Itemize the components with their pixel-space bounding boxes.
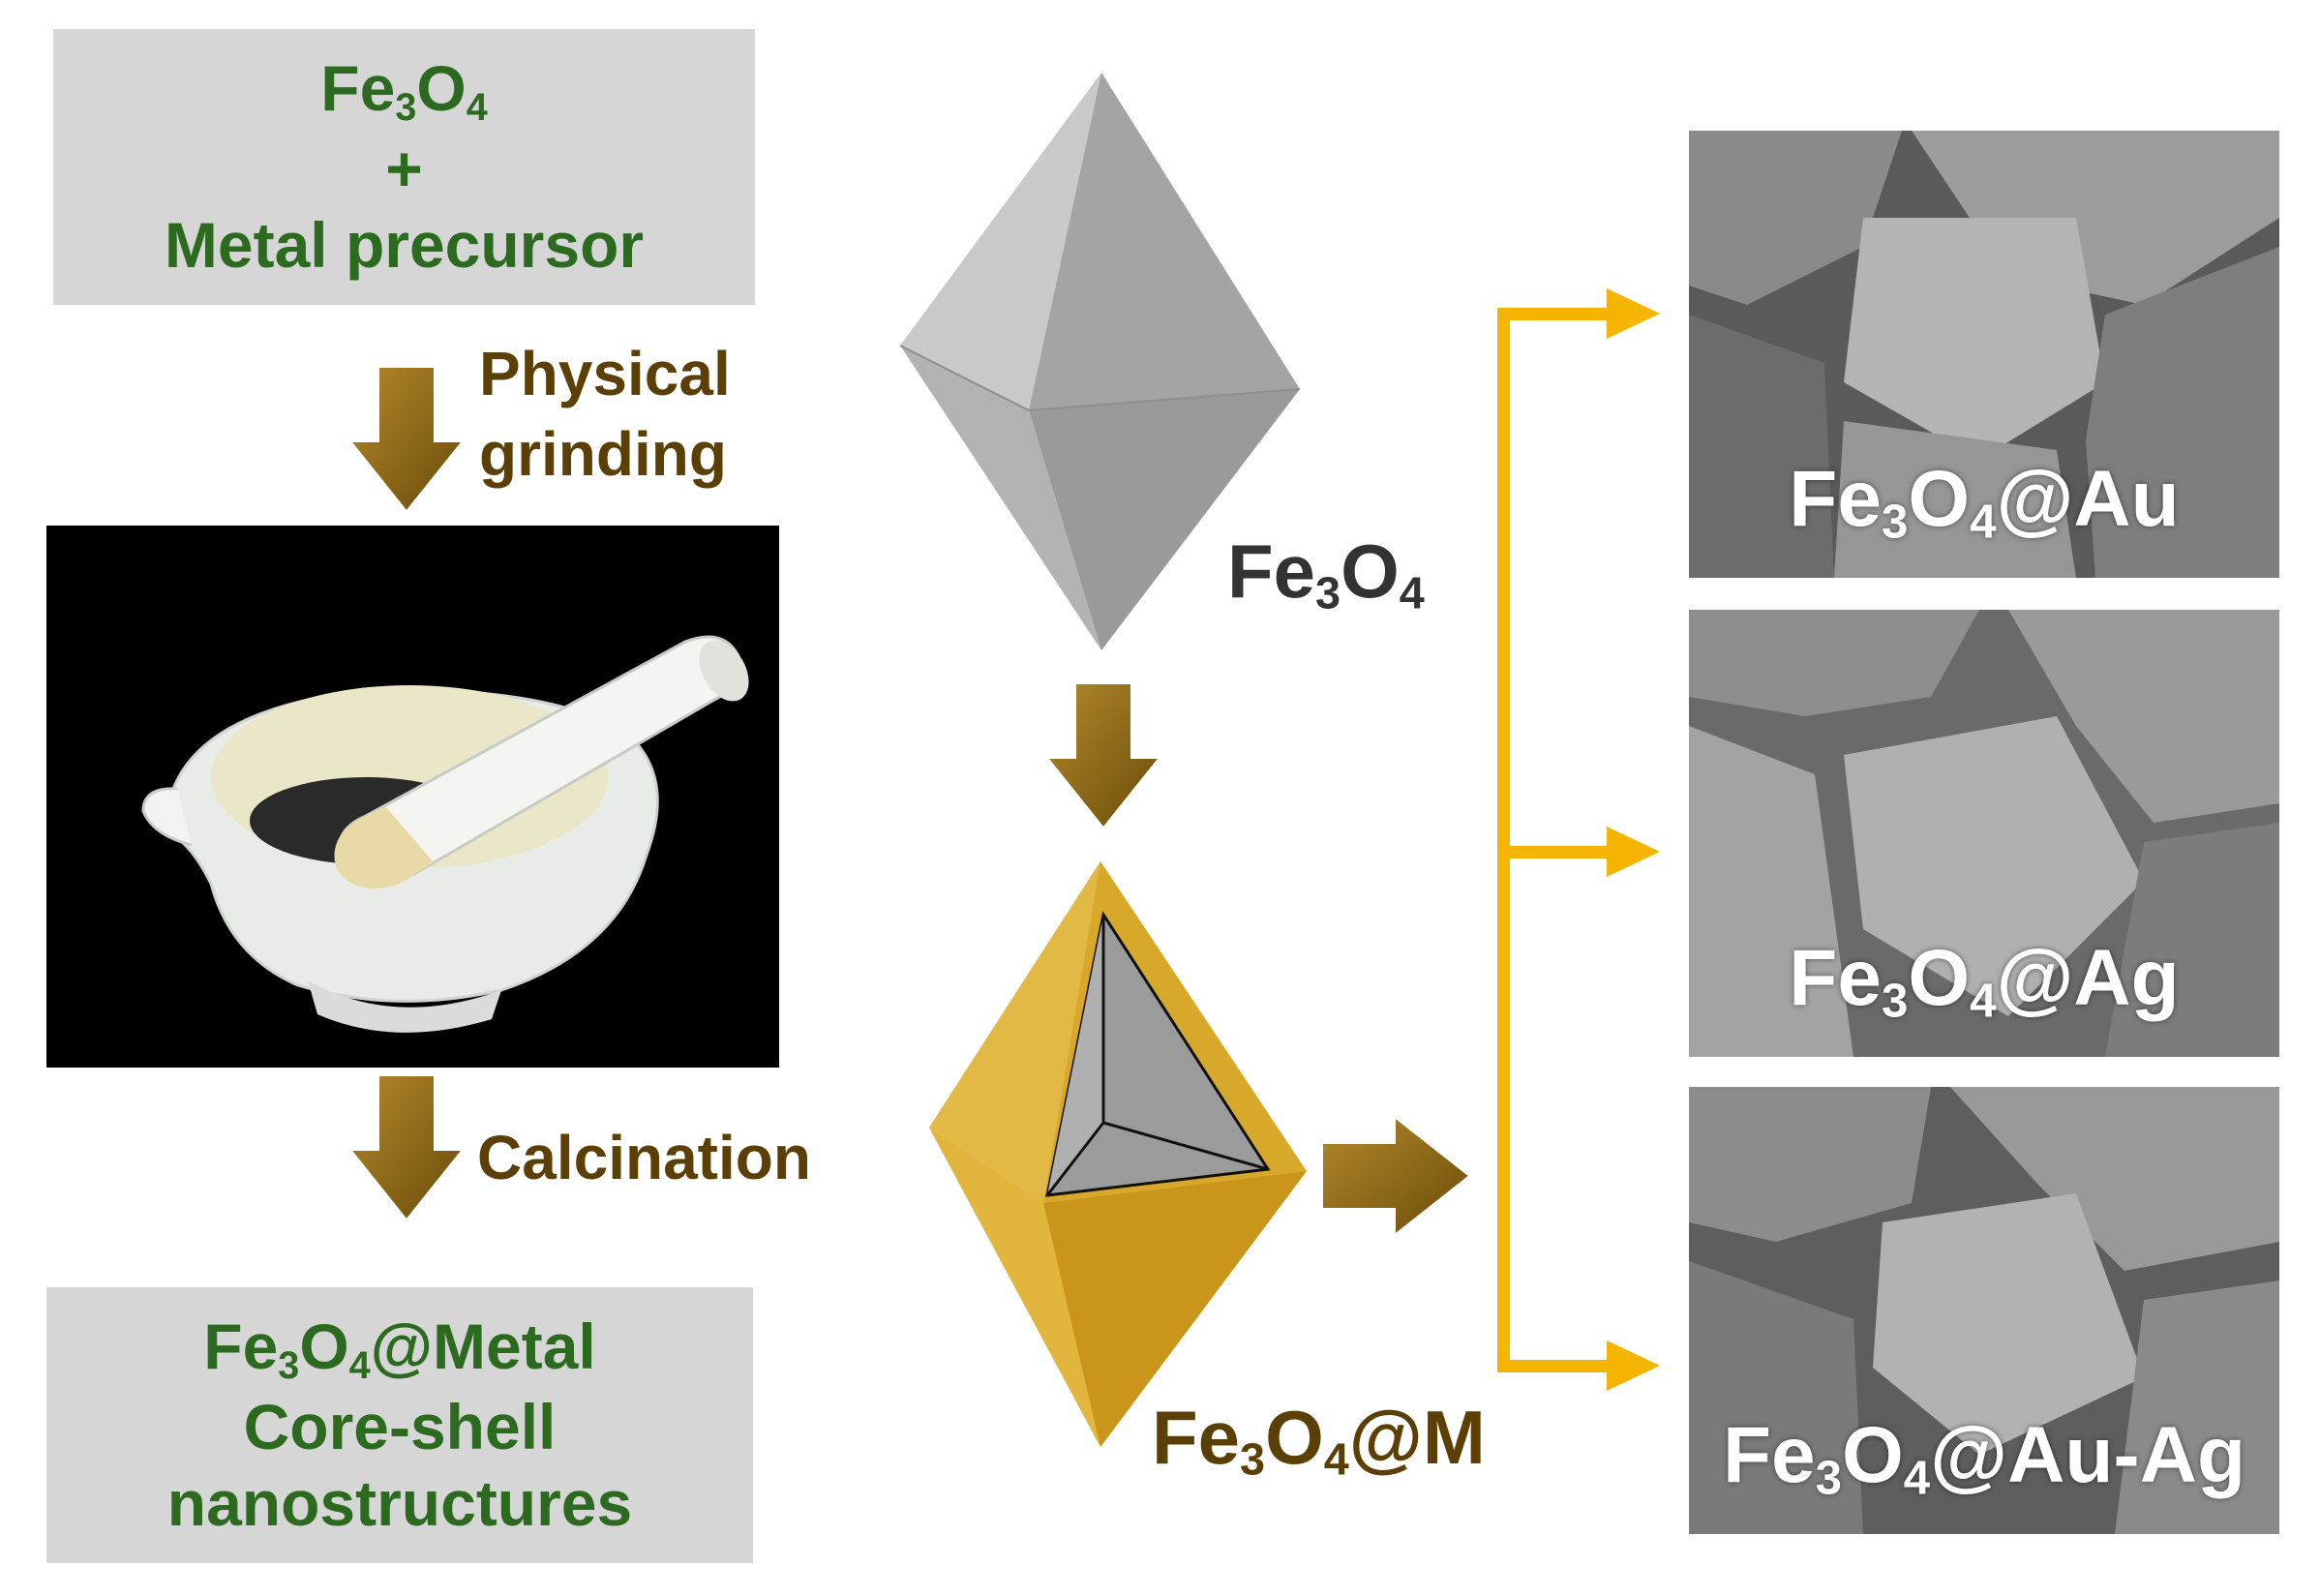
precursor-formula: Fe3O4: [320, 51, 488, 129]
core-shell-formula-label: Fe3O4@M: [1152, 1395, 1486, 1485]
sem-label-ag: Fe3O4@Ag: [1789, 933, 2180, 1027]
product-box: Fe3O4@Metal Core-shell nanostructures: [46, 1287, 753, 1563]
sem-image-au: Fe3O4@Au: [1689, 131, 2279, 578]
down-arrow-icon: [1040, 680, 1166, 833]
core-shell-octahedron-icon: [929, 861, 1307, 1447]
metal-precursor-label: Metal precursor: [164, 209, 645, 282]
sem-image-au-ag: Fe3O4@Au-Ag: [1689, 1087, 2279, 1534]
branch-connector: [1497, 288, 1660, 1391]
calcination-label: Calcination: [477, 1123, 811, 1192]
down-arrow-icon: [344, 364, 469, 517]
down-arrow-icon: [344, 1072, 469, 1225]
mortar-pestle-photo: [46, 526, 779, 1068]
physical-grinding-label: Physical grinding: [479, 339, 731, 490]
right-arrow-icon: [1319, 1110, 1475, 1242]
plus-sign: +: [385, 133, 423, 204]
core-formula-label: Fe3O4: [1227, 528, 1425, 618]
sem-label-au: Fe3O4@Au: [1789, 454, 2180, 548]
octahedron-icon: [899, 73, 1301, 650]
precursor-box: Fe3O4 + Metal precursor: [53, 29, 755, 305]
sem-image-ag: Fe3O4@Ag: [1689, 610, 2279, 1057]
core-shell-label: Core-shell: [243, 1391, 557, 1462]
product-formula: Fe3O4@Metal: [203, 1310, 596, 1387]
nanostructures-label: nanostructures: [166, 1467, 633, 1540]
sem-label-au-ag: Fe3O4@Au-Ag: [1722, 1410, 2246, 1504]
